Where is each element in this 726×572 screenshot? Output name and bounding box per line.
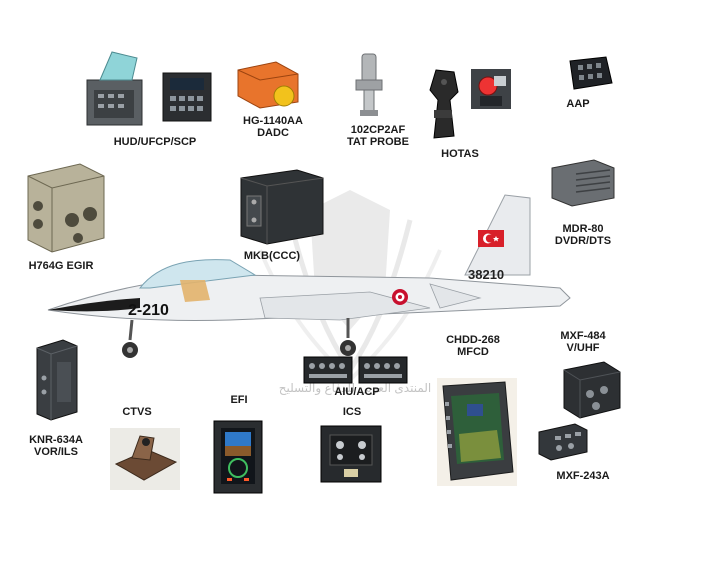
egir-unit-image [27, 163, 105, 253]
fuselage: 2-210 [47, 259, 571, 321]
landing-gear [122, 318, 356, 358]
hotas-throttle-image [429, 69, 459, 139]
label-egir: H764G EGIR [28, 260, 94, 272]
t38-aircraft: 38210 2-210 [47, 194, 571, 358]
label-efi: EFI [230, 394, 248, 406]
label-aiu-acp: AIU/ACP [334, 386, 380, 398]
label-ics: ICS [342, 406, 362, 418]
hud-unit-image [86, 51, 143, 126]
label-chdd: CHDD-268 MFCD [446, 334, 500, 358]
ctvs-camera-image [110, 428, 180, 490]
hotas-stick-image [471, 69, 511, 109]
mdr-recorder-image [551, 159, 615, 207]
watermark-text: المنتدى العربي للدفاع والتسليح [278, 381, 432, 395]
label-ctvs: CTVS [122, 406, 152, 418]
dadc-unit-image [237, 61, 299, 109]
label-hud-ufcp-scp: HUD/UFCP/SCP [113, 136, 197, 148]
tail-number: 38210 [468, 267, 504, 282]
canopy [138, 259, 257, 289]
label-mkb-ccc: MKB(CCC) [243, 250, 301, 262]
label-knr: KNR-634A VOR/ILS [29, 434, 83, 458]
label-tat-probe: 102CP2AF TAT PROBE [347, 124, 409, 148]
label-aap: AAP [566, 98, 590, 110]
mxf484-radio-image [563, 361, 621, 419]
aap-panel-image [569, 56, 613, 90]
ufcp-panel-image [162, 72, 212, 122]
chdd-display-image [437, 378, 517, 486]
label-mxf243: MXF-243A [556, 470, 610, 482]
label-dadc: HG-1140AA DADC [243, 115, 303, 139]
label-mxf484: MXF-484 V/UHF [560, 330, 606, 354]
tat-probe-image [355, 53, 383, 116]
efi-display-image [213, 420, 263, 494]
tail-fin: 38210 [464, 194, 531, 282]
mkb-computer-image [240, 169, 324, 245]
ics-panel-image [320, 425, 382, 483]
nose-number: 2-210 [128, 302, 169, 319]
aiu-unit-left-image [303, 356, 353, 384]
label-mdr: MDR-80 DVDR/DTS [554, 223, 612, 247]
aiu-unit-right-image [358, 356, 408, 384]
mxf243-radio-image [538, 423, 588, 461]
label-hotas: HOTAS [441, 148, 479, 160]
nose-stripe [48, 298, 140, 312]
knr-receiver-image [36, 339, 78, 421]
